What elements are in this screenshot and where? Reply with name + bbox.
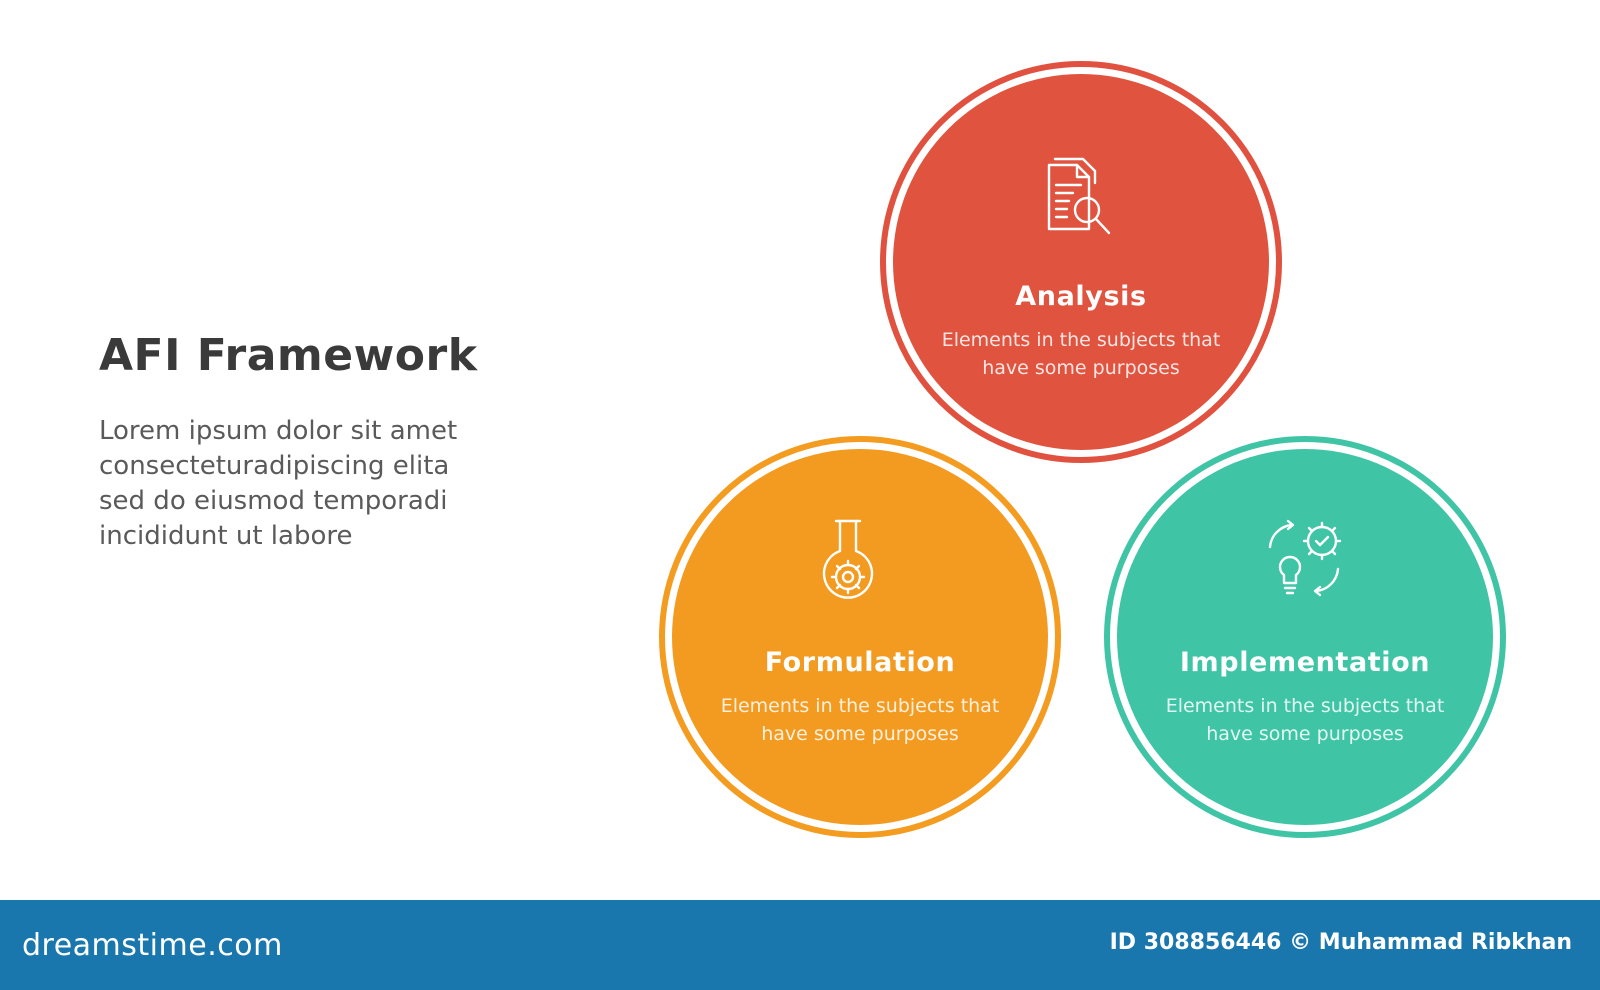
flask-gear-icon bbox=[822, 519, 874, 599]
formulation-circle bbox=[672, 449, 1048, 825]
footer-bar: dreamstime.com ID 308856446 © Muhammad R… bbox=[0, 900, 1600, 990]
analysis-description: Elements in the subjects that have some … bbox=[891, 326, 1271, 382]
formulation-title: Formulation bbox=[764, 647, 956, 678]
implementation-desc-line: have some purposes bbox=[1206, 723, 1404, 745]
dreamstime-logo: dreamstime.com bbox=[22, 928, 283, 963]
image-credit: ID 308856446 © Muhammad Ribkhan bbox=[1109, 930, 1572, 955]
intro-line: consecteturadipiscing elita bbox=[99, 451, 450, 481]
idea-gear-cycle-icon bbox=[1268, 519, 1342, 597]
formulation-circle-outline bbox=[659, 436, 1061, 838]
analysis-circle-outline bbox=[880, 61, 1282, 463]
intro-line: incididunt ut labore bbox=[99, 521, 353, 551]
intro-line: sed do eiusmod temporadi bbox=[99, 486, 448, 516]
intro-line: Lorem ipsum dolor sit amet bbox=[99, 416, 458, 446]
formulation-desc-line: have some purposes bbox=[761, 723, 959, 745]
page-title: AFI Framework bbox=[99, 330, 478, 381]
formulation-description: Elements in the subjects that have some … bbox=[670, 692, 1050, 748]
analysis-desc-line: have some purposes bbox=[982, 357, 1180, 379]
analysis-circle bbox=[893, 74, 1269, 450]
formulation-desc-line: Elements in the subjects that bbox=[720, 695, 1000, 717]
implementation-title: Implementation bbox=[1179, 647, 1431, 678]
implementation-description: Elements in the subjects that have some … bbox=[1115, 692, 1495, 748]
implementation-desc-line: Elements in the subjects that bbox=[1165, 695, 1445, 717]
implementation-circle bbox=[1117, 449, 1493, 825]
implementation-circle-outline bbox=[1104, 436, 1506, 838]
analysis-desc-line: Elements in the subjects that bbox=[941, 329, 1221, 351]
intro-text: Lorem ipsum dolor sit amet consecteturad… bbox=[99, 414, 457, 554]
document-search-icon bbox=[1047, 157, 1111, 235]
analysis-title: Analysis bbox=[1015, 281, 1147, 312]
